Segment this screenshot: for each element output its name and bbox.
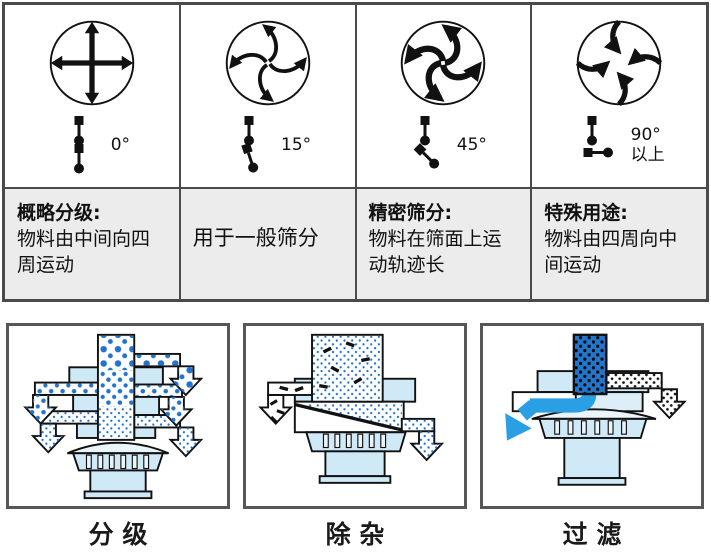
- application-grading: 分 级: [6, 323, 230, 551]
- application-figures: 分 级: [6, 323, 704, 551]
- figure-caption: 分 级: [88, 520, 148, 549]
- pinwheel-gentle-icon: [225, 20, 310, 106]
- angle-label: 0°: [110, 134, 131, 155]
- impurity-removal-machine-diagram: [259, 333, 443, 484]
- weights-15deg-icon: [241, 116, 259, 173]
- angle-label: 15°: [281, 134, 312, 155]
- weights-0deg-icon: [73, 116, 84, 174]
- motion-pattern-table: 0°: [2, 2, 709, 302]
- motion-cell-45deg: 45°: [356, 5, 531, 187]
- pinwheel-strong-icon: [401, 20, 486, 106]
- figure-frame: [243, 323, 467, 509]
- application-filtration: 过 滤: [480, 323, 704, 551]
- desc-heading: 特殊用途:: [544, 202, 628, 224]
- desc-cell-special-use: 特殊用途: 物料由四周向中间运动: [532, 189, 706, 299]
- application-impurity-removal: 除 杂: [243, 323, 467, 551]
- figure-caption: 除 杂: [325, 520, 385, 549]
- cross-arrows-icon: [49, 20, 135, 106]
- desc-cell-general-sieving: 用于一般筛分: [180, 189, 355, 299]
- desc-text: 物料由四周向中间运动: [544, 228, 678, 277]
- filtration-machine-diagram: [505, 333, 686, 486]
- converge-center-icon: [575, 19, 663, 107]
- desc-cell-coarse-grading: 概略分级: 物料由中间向四周运动: [5, 189, 179, 299]
- desc-heading: 概略分级:: [17, 202, 101, 224]
- figure-frame: [480, 323, 704, 509]
- desc-text: 物料在筛面上运动轨迹长: [368, 228, 502, 277]
- desc-text: 物料由中间向四周运动: [17, 228, 151, 277]
- figure-frame: [6, 323, 230, 509]
- motion-cell-90deg: 90° 以上: [532, 5, 706, 187]
- angle-label: 45°: [456, 134, 487, 155]
- motion-cell-0deg: 0°: [5, 5, 179, 187]
- figure-caption: 过 滤: [562, 520, 622, 549]
- motion-cell-15deg: 15°: [180, 5, 355, 187]
- desc-cell-precision-sieving: 精密筛分: 物料在筛面上运动轨迹长: [356, 189, 531, 299]
- weights-45deg-icon: [413, 116, 439, 169]
- grading-machine-diagram: [24, 333, 203, 500]
- angle-label: 90° 以上: [630, 124, 665, 165]
- weights-90deg-icon: [583, 116, 613, 158]
- desc-text: 用于一般筛分: [192, 226, 319, 251]
- desc-heading: 精密筛分:: [368, 202, 453, 224]
